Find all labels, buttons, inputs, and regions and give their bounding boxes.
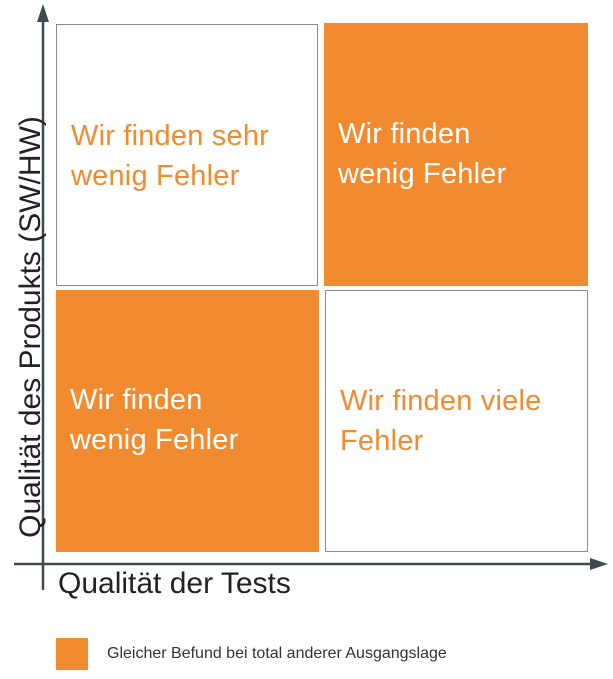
quadrant-bottom-right-line2: Fehler	[340, 425, 424, 457]
quadrant-bottom-left-text: Wir finden wenig Fehler	[70, 380, 311, 460]
quadrant-bottom-left: Wir finden wenig Fehler	[56, 290, 319, 552]
quadrant-bottom-left-line2: wenig Fehler	[70, 424, 239, 456]
quadrant-top-right-line1: Wir finden	[338, 118, 471, 150]
quadrant-bottom-left-line1: Wir finden	[70, 384, 203, 416]
quadrant-bottom-right-text: Wir finden viele Fehler	[340, 381, 579, 461]
x-axis-label: Qualität der Tests	[58, 567, 291, 600]
x-axis-arrow-icon	[590, 558, 608, 570]
quadrant-top-left-text: Wir finden sehr wenig Fehler	[71, 116, 309, 196]
legend-swatch	[56, 638, 88, 670]
y-axis-label: Qualität des Produkts (SW/HW)	[14, 116, 47, 538]
quadrant-top-left: Wir finden sehr wenig Fehler	[56, 24, 318, 286]
quadrant-bottom-right-line1: Wir finden viele	[340, 385, 542, 417]
legend: Gleicher Befund bei total anderer Ausgan…	[56, 638, 447, 670]
legend-text: Gleicher Befund bei total anderer Ausgan…	[107, 645, 447, 662]
quadrant-top-right-text: Wir finden wenig Fehler	[338, 114, 580, 194]
quadrant-top-right-line2: wenig Fehler	[338, 158, 507, 190]
quadrant-top-right: Wir finden wenig Fehler	[324, 23, 588, 286]
quadrant-top-left-line1: Wir finden sehr	[71, 120, 270, 152]
y-axis-arrow-icon	[37, 4, 49, 22]
quadrant-top-left-line2: wenig Fehler	[71, 160, 240, 192]
quadrant-bottom-right: Wir finden viele Fehler	[325, 290, 588, 552]
